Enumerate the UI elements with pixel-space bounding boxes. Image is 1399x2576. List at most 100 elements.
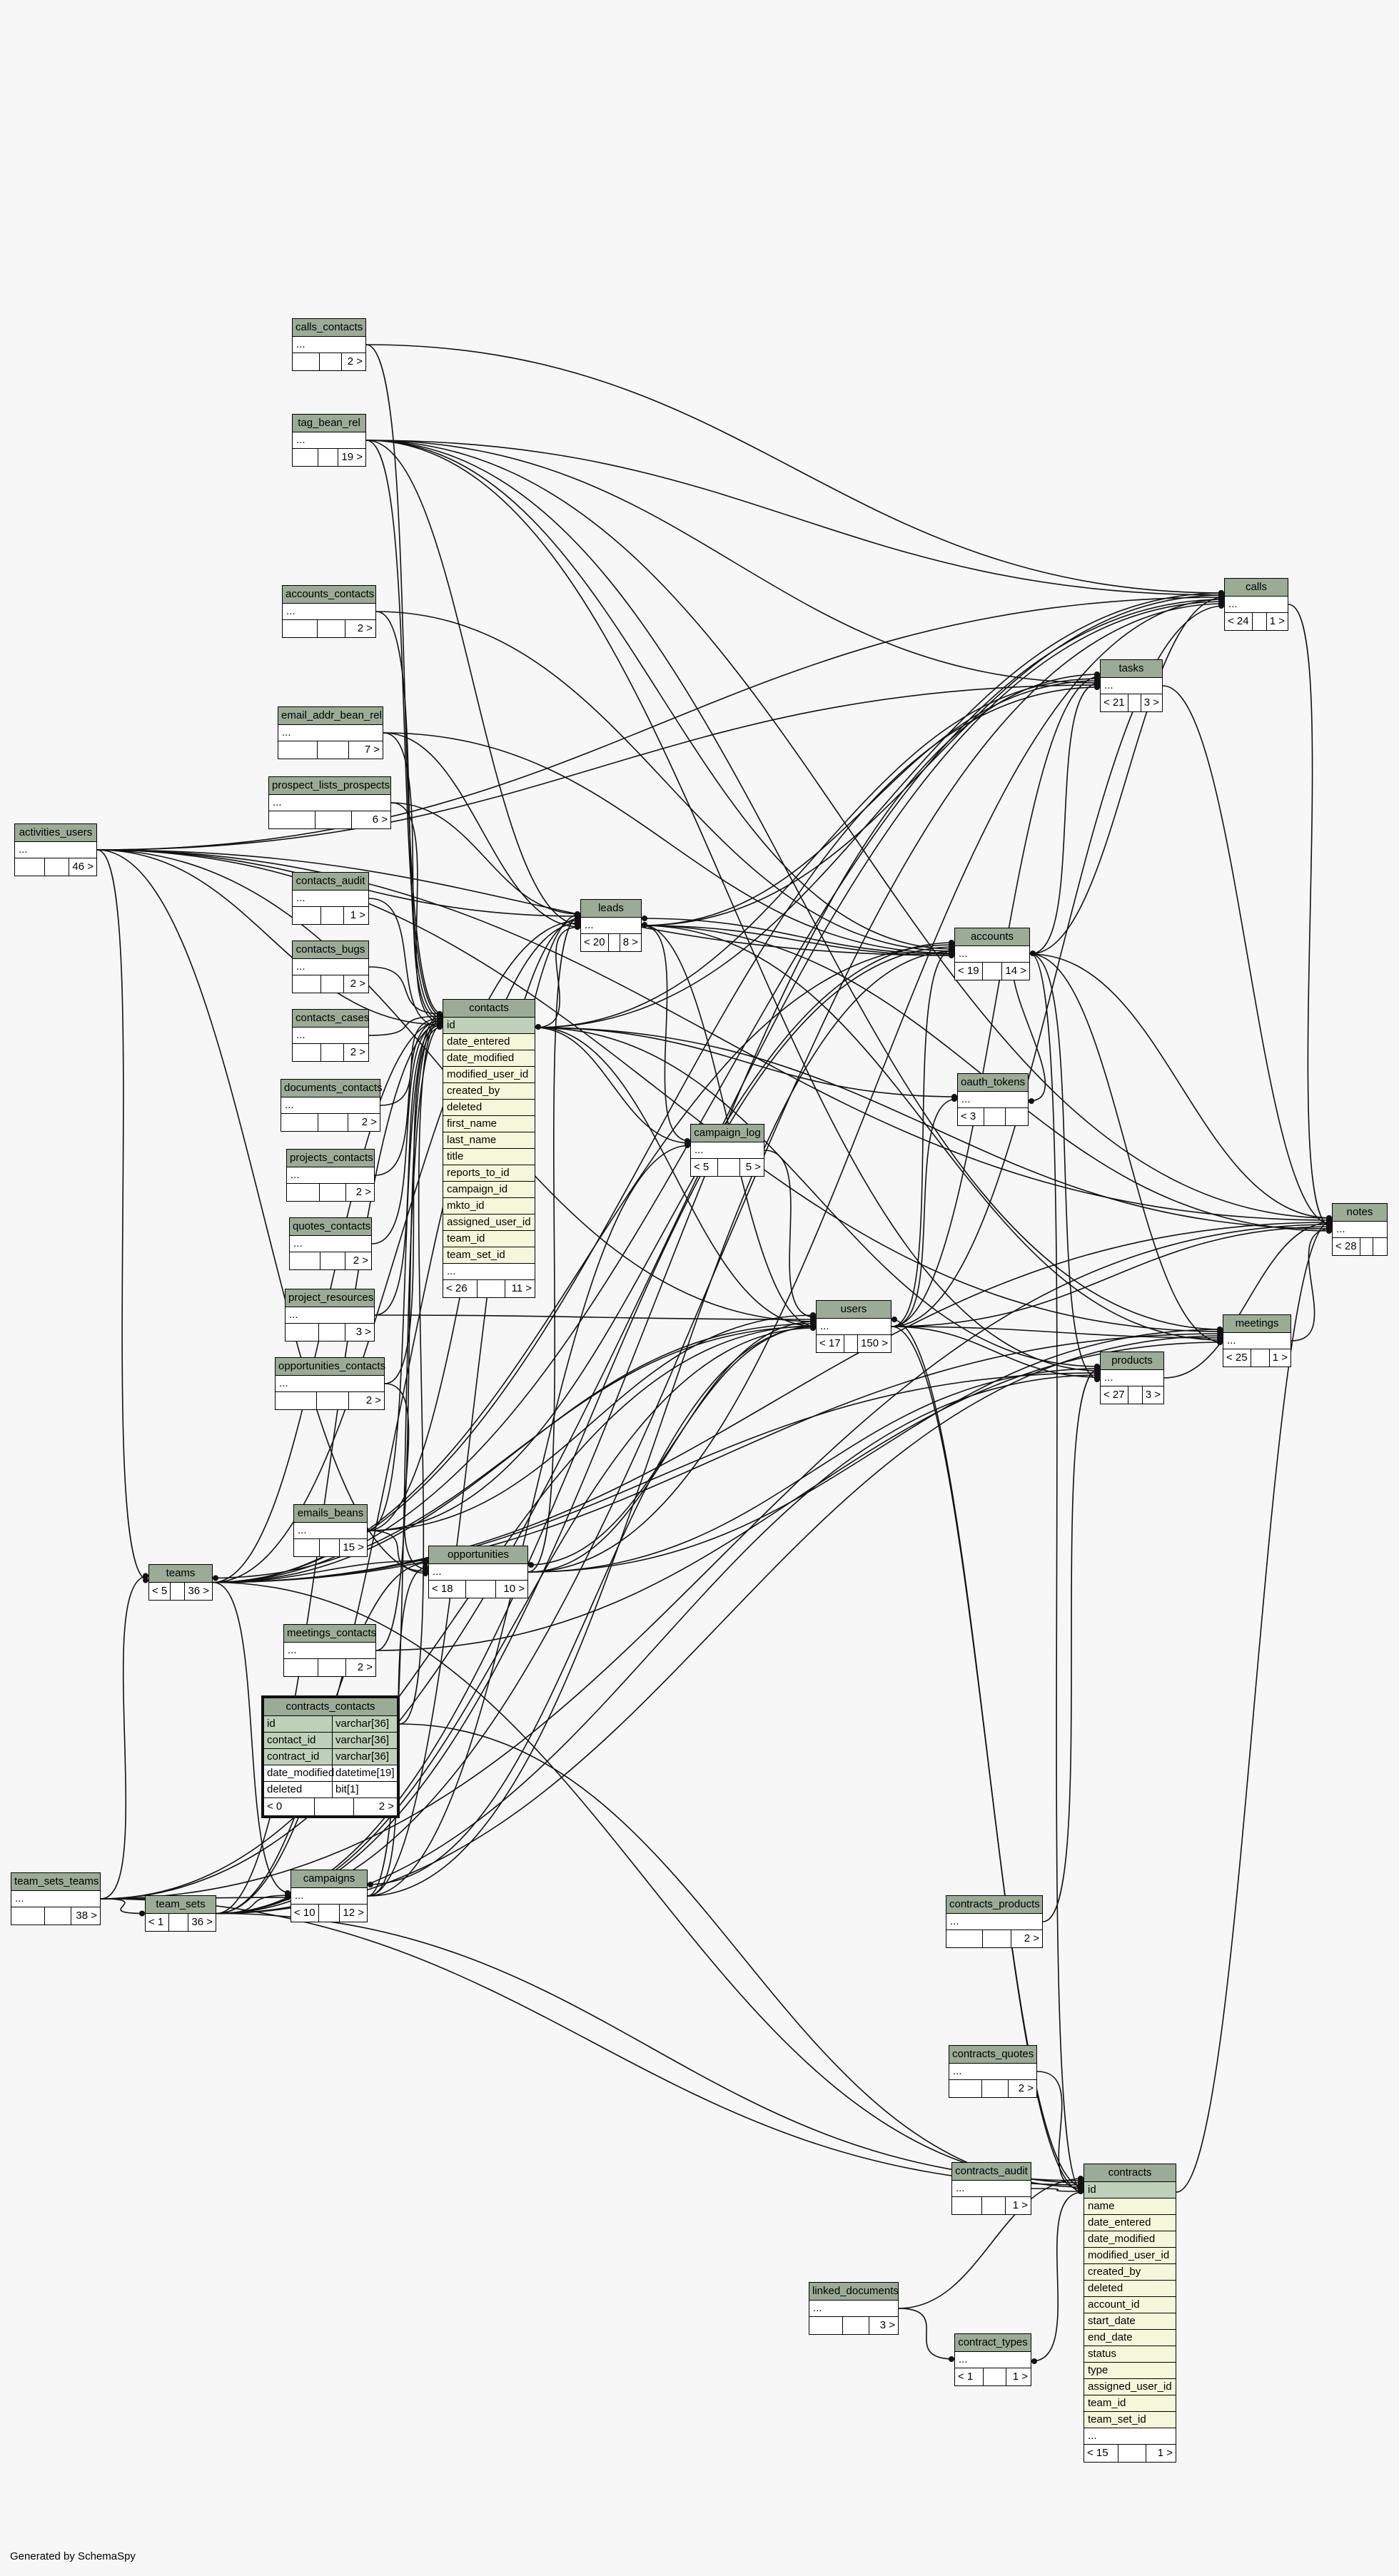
parent-count[interactable]: < 5 — [149, 1583, 171, 1600]
table-project-resources[interactable]: project_resources...3 > — [285, 1289, 375, 1342]
focus-table-parents[interactable]: < 0 — [264, 1798, 315, 1815]
parent-count[interactable] — [946, 1930, 983, 1947]
table-accounts-contacts[interactable]: accounts_contacts...2 > — [282, 585, 376, 638]
table-linked-documents[interactable]: linked_documents...3 > — [809, 2282, 899, 2335]
table-documents-contacts[interactable]: documents_contacts...2 > — [281, 1079, 383, 1132]
child-count[interactable] — [1373, 1238, 1387, 1255]
parent-count[interactable]: < 26 — [443, 1280, 478, 1297]
parent-count[interactable]: < 21 — [1101, 694, 1128, 711]
child-count[interactable]: 3 > — [879, 2319, 895, 2331]
parent-count[interactable] — [281, 1114, 319, 1131]
table-tag-bean-rel[interactable]: tag_bean_rel...19 > — [292, 414, 366, 467]
child-count[interactable]: 15 > — [343, 1541, 364, 1553]
parent-count[interactable]: < 25 — [1223, 1349, 1251, 1366]
child-count[interactable]: 2 > — [353, 1254, 368, 1267]
parent-count[interactable]: < 1 — [955, 2368, 984, 2385]
parent-count[interactable]: < 1 — [146, 1914, 170, 1931]
child-count[interactable]: 36 > — [188, 1585, 209, 1597]
child-count[interactable]: 8 > — [622, 936, 638, 948]
child-count[interactable]: 3 > — [1143, 696, 1159, 709]
child-count[interactable]: 11 > — [511, 1282, 532, 1294]
table-calls-contacts[interactable]: calls_contacts...2 > — [292, 318, 366, 371]
parent-count[interactable] — [293, 975, 321, 993]
parent-count[interactable] — [293, 449, 318, 466]
child-count[interactable]: 10 > — [503, 1583, 525, 1595]
child-count[interactable]: 2 > — [361, 1116, 377, 1128]
table-activities-users[interactable]: activities_users...46 > — [14, 823, 97, 876]
child-count[interactable]: 5 > — [745, 1161, 761, 1173]
parent-count[interactable]: < 20 — [581, 934, 609, 951]
table-meetings-contacts[interactable]: meetings_contacts...2 > — [283, 1624, 376, 1677]
parent-count[interactable] — [15, 858, 46, 876]
parent-count[interactable]: < 19 — [955, 963, 983, 980]
child-count[interactable]: 3 > — [1145, 1389, 1161, 1401]
table-contracts-products[interactable]: contracts_products...2 > — [946, 1895, 1043, 1948]
child-count[interactable]: 2 > — [357, 1661, 373, 1673]
parent-count[interactable]: < 3 — [958, 1108, 984, 1125]
child-count[interactable]: 2 > — [350, 978, 365, 990]
table-notes[interactable]: notes...< 28 — [1332, 1203, 1388, 1256]
parent-count[interactable] — [294, 1539, 320, 1556]
parent-count[interactable] — [269, 811, 315, 828]
child-count[interactable]: 2 > — [365, 1394, 381, 1406]
child-count[interactable]: 7 > — [364, 744, 380, 756]
child-count[interactable]: 46 > — [72, 861, 94, 873]
child-count[interactable]: 1 > — [1272, 1352, 1288, 1364]
child-count[interactable]: 19 > — [341, 451, 363, 463]
table-contacts-bugs[interactable]: contacts_bugs...2 > — [292, 940, 369, 993]
child-count[interactable]: 2 > — [347, 355, 363, 367]
parent-count[interactable] — [11, 1907, 45, 1925]
child-count[interactable]: 1 > — [350, 909, 365, 921]
child-count[interactable]: 2 > — [1018, 2082, 1034, 2094]
child-count[interactable]: 2 > — [357, 622, 373, 634]
parent-count[interactable]: < 15 — [1084, 2445, 1119, 2462]
parent-count[interactable]: < 17 — [817, 1335, 844, 1352]
parent-count[interactable]: < 5 — [691, 1159, 719, 1176]
table-oauth-tokens[interactable]: oauth_tokens...< 3 — [957, 1073, 1029, 1126]
table-quotes-contacts[interactable]: quotes_contacts...2 > — [289, 1217, 372, 1270]
child-count[interactable]: 1 > — [1269, 615, 1285, 627]
child-count[interactable]: 2 > — [355, 1186, 371, 1198]
child-count[interactable]: 1 > — [1012, 2199, 1028, 2211]
child-count[interactable]: 12 > — [343, 1907, 364, 1919]
table-prospect-lists-prospects[interactable]: prospect_lists_prospects...6 > — [268, 776, 391, 829]
table-contacts-cases[interactable]: contacts_cases...2 > — [292, 1009, 369, 1062]
parent-count[interactable] — [293, 907, 321, 924]
child-count[interactable] — [1006, 1108, 1028, 1125]
table-team-sets-teams[interactable]: team_sets_teams...38 > — [11, 1872, 101, 1925]
parent-count[interactable]: < 24 — [1225, 613, 1253, 630]
parent-count[interactable] — [949, 2080, 983, 2097]
table-projects-contacts[interactable]: projects_contacts...2 > — [286, 1149, 375, 1202]
table-opportunities-contacts[interactable]: opportunities_contacts...2 > — [275, 1357, 385, 1410]
parent-count[interactable] — [286, 1324, 319, 1341]
parent-count[interactable]: < 18 — [429, 1581, 467, 1598]
parent-count[interactable] — [293, 1044, 321, 1061]
table-contracts-audit[interactable]: contracts_audit...1 > — [951, 2162, 1031, 2215]
parent-count[interactable] — [278, 741, 318, 759]
child-count[interactable]: 36 > — [191, 1916, 213, 1928]
table-contracts-quotes[interactable]: contracts_quotes...2 > — [949, 2045, 1037, 2098]
parent-count[interactable] — [276, 1392, 317, 1409]
parent-count[interactable] — [283, 620, 318, 637]
parent-count[interactable] — [293, 353, 320, 370]
parent-count[interactable]: < 27 — [1101, 1386, 1128, 1404]
child-count[interactable]: 3 > — [355, 1326, 371, 1338]
parent-count[interactable] — [284, 1659, 319, 1676]
child-count[interactable]: 14 > — [1005, 965, 1026, 977]
child-count[interactable]: 1 > — [1157, 2447, 1173, 2459]
child-count[interactable]: 6 > — [372, 813, 388, 826]
